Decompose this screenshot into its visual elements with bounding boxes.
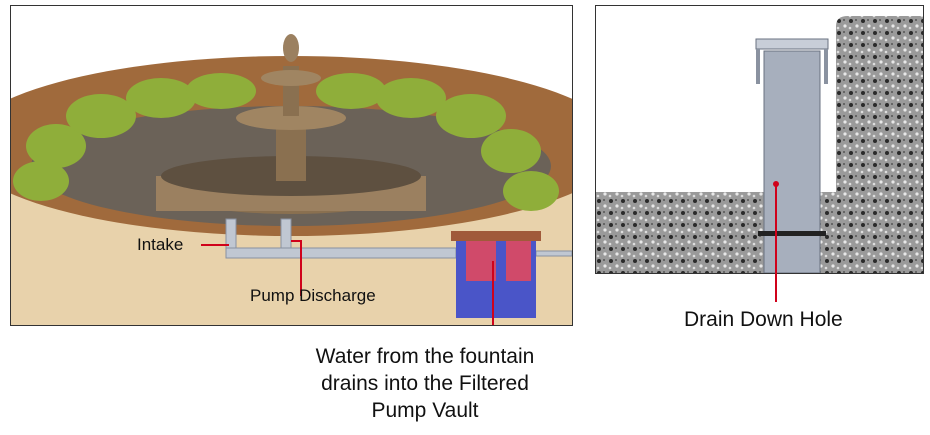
leader-lines xyxy=(201,240,494,325)
caption-line: drains into the Filtered xyxy=(321,372,529,395)
fountain-diagram-panel xyxy=(10,5,573,326)
drain-leader-line xyxy=(775,272,777,302)
caption-line: Water from the fountain xyxy=(315,345,535,368)
filtered-pump-vault xyxy=(451,231,541,318)
seal-ring xyxy=(758,231,826,236)
intake-label: Intake xyxy=(137,235,184,254)
drain-cap xyxy=(755,38,829,50)
vault-caption: Water from the fountain drains into the … xyxy=(270,343,580,424)
shrubs xyxy=(13,73,559,211)
drain-pipe xyxy=(763,50,821,273)
caption-line: Pump Vault xyxy=(371,399,479,422)
drain-illustration xyxy=(596,16,923,273)
fountain xyxy=(156,34,426,214)
granite-wall xyxy=(836,16,923,273)
drain-diagram-panel xyxy=(595,5,924,274)
pump-discharge-label: Pump Discharge xyxy=(250,286,376,305)
drain-down-hole-label: Drain Down Hole xyxy=(684,308,843,331)
fountain-illustration xyxy=(11,34,572,325)
